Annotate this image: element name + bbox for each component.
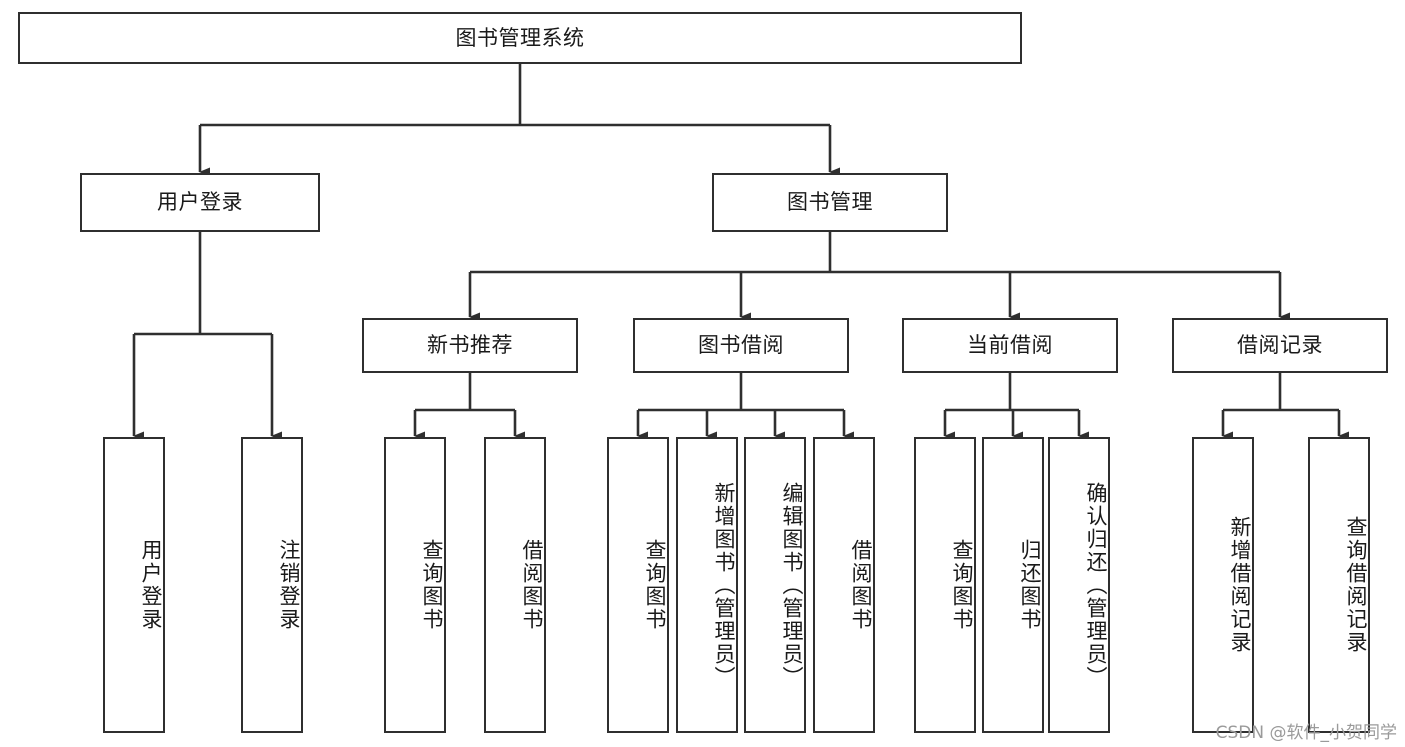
node-label-leaf-cb-query: 查询图书	[950, 539, 974, 631]
node-label-leaf-rec-query: 查询图书	[420, 539, 444, 631]
node-leaf-rec-query[interactable]: 查询图书	[384, 437, 446, 733]
node-label-book-borrow: 图书借阅	[698, 333, 784, 358]
watermark-label: CSDN @软件_小贺同学	[1215, 723, 1397, 743]
node-label-leaf-br-query: 查询借阅记录	[1344, 516, 1368, 654]
node-leaf-rec-borrow[interactable]: 借阅图书	[484, 437, 546, 733]
node-label-borrow-record: 借阅记录	[1237, 333, 1323, 358]
node-label-book-manage: 图书管理	[787, 190, 873, 215]
node-root[interactable]: 图书管理系统	[18, 12, 1022, 64]
node-leaf-bb-edit[interactable]: 编辑图书（管理员）	[744, 437, 806, 733]
node-user-login[interactable]: 用户登录	[80, 173, 320, 232]
node-current-borrow[interactable]: 当前借阅	[902, 318, 1118, 373]
node-label-leaf-cb-confirm: 确认归还（管理员）	[1084, 481, 1108, 689]
node-leaf-br-query[interactable]: 查询借阅记录	[1308, 437, 1370, 733]
node-leaf-cb-query[interactable]: 查询图书	[914, 437, 976, 733]
node-leaf-user-login[interactable]: 用户登录	[103, 437, 165, 733]
node-book-manage[interactable]: 图书管理	[712, 173, 948, 232]
node-leaf-cb-return[interactable]: 归还图书	[982, 437, 1044, 733]
node-leaf-bb-borrow[interactable]: 借阅图书	[813, 437, 875, 733]
node-label-user-login: 用户登录	[157, 190, 243, 215]
node-label-leaf-bb-add: 新增图书（管理员）	[712, 481, 736, 689]
node-leaf-br-add[interactable]: 新增借阅记录	[1192, 437, 1254, 733]
node-leaf-cb-confirm[interactable]: 确认归还（管理员）	[1048, 437, 1110, 733]
node-label-leaf-bb-query: 查询图书	[643, 539, 667, 631]
node-label-leaf-br-add: 新增借阅记录	[1228, 516, 1252, 654]
node-label-leaf-bb-edit: 编辑图书（管理员）	[780, 481, 804, 689]
node-label-leaf-user-logout: 注销登录	[277, 539, 301, 631]
node-label-leaf-rec-borrow: 借阅图书	[520, 539, 544, 631]
node-leaf-bb-query[interactable]: 查询图书	[607, 437, 669, 733]
node-label-leaf-cb-return: 归还图书	[1018, 539, 1042, 631]
node-label-new-book-rec: 新书推荐	[427, 333, 513, 358]
node-label-current-borrow: 当前借阅	[967, 333, 1053, 358]
node-label-leaf-user-login: 用户登录	[139, 539, 163, 631]
node-borrow-record[interactable]: 借阅记录	[1172, 318, 1388, 373]
node-new-book-rec[interactable]: 新书推荐	[362, 318, 578, 373]
connector-edges	[132, 64, 1349, 441]
node-book-borrow[interactable]: 图书借阅	[633, 318, 849, 373]
node-label-leaf-bb-borrow: 借阅图书	[849, 539, 873, 631]
node-label-root: 图书管理系统	[455, 25, 585, 50]
node-leaf-user-logout[interactable]: 注销登录	[241, 437, 303, 733]
node-leaf-bb-add[interactable]: 新增图书（管理员）	[676, 437, 738, 733]
